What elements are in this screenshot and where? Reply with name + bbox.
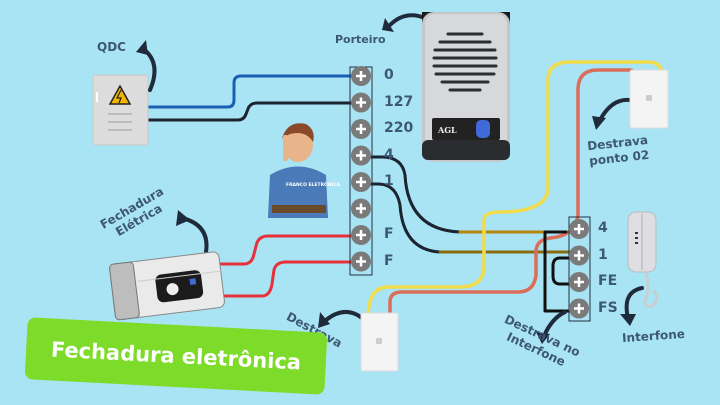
porteiro-terminal-label: F bbox=[384, 226, 394, 242]
arrow-interfone-destrava bbox=[542, 310, 567, 338]
wire-1-fe-bridge bbox=[551, 256, 580, 286]
plus-icon bbox=[574, 250, 584, 261]
plus-icon bbox=[574, 303, 584, 314]
arrow-destrava-ponto bbox=[324, 310, 364, 322]
plus-icon bbox=[356, 150, 366, 161]
interfone-terminal-strip bbox=[568, 216, 591, 322]
wire-salmon bbox=[388, 68, 640, 320]
plus-icon bbox=[356, 177, 366, 187]
plus-icon bbox=[356, 203, 366, 214]
wire-black-127 bbox=[146, 101, 360, 122]
wire-red-f2 bbox=[222, 260, 360, 298]
wire-1 bbox=[358, 182, 580, 254]
arrow-destrava02 bbox=[598, 97, 632, 122]
porteiro-terminal-label: F bbox=[384, 252, 394, 269]
porteiro-device bbox=[422, 12, 510, 162]
interfone-terminal-label: FE bbox=[598, 273, 618, 289]
porteiro-terminal-label: 1 bbox=[384, 173, 394, 189]
interfone-terminal-label: 1 bbox=[598, 246, 608, 263]
destrava-ponto02-label: Destrava ponto 02 bbox=[587, 133, 651, 169]
porteiro-terminal-label: 4 bbox=[384, 146, 394, 163]
plus-icon bbox=[356, 230, 366, 240]
mascot-illustration bbox=[268, 123, 328, 218]
interfone-terminal-label: 4 bbox=[598, 220, 608, 236]
title-banner-text: Fechadura eletrônica bbox=[50, 337, 302, 375]
porteiro-terminal-label: 127 bbox=[384, 93, 414, 110]
wire-red-f1 bbox=[216, 234, 360, 266]
plus-icon bbox=[356, 71, 366, 81]
plus-icon bbox=[356, 124, 366, 134]
mascot-text: FRANCO ELETRÔNICA bbox=[286, 181, 341, 188]
wire-fe-fs-loop bbox=[543, 230, 580, 313]
plus-icon bbox=[574, 277, 584, 287]
wire-4 bbox=[358, 155, 580, 234]
interfone-terminal-label: FS bbox=[598, 299, 618, 316]
plus-icon bbox=[356, 97, 366, 108]
porteiro-terminal-label: 0 bbox=[384, 67, 394, 83]
arrow-fechadura bbox=[180, 216, 209, 254]
plus-icon bbox=[356, 256, 366, 267]
wire-blue-0 bbox=[146, 74, 360, 109]
plus-icon bbox=[574, 224, 584, 234]
arrow-interfone bbox=[624, 286, 644, 320]
arrow-porteiro bbox=[388, 13, 427, 27]
qdc-label: QDC bbox=[97, 40, 126, 54]
porteiro-brand: AGL bbox=[437, 125, 457, 135]
porteiro-terminal-label: 220 bbox=[384, 120, 414, 136]
qdc-panel bbox=[92, 74, 149, 146]
fechadura-eletrica-device bbox=[109, 251, 225, 321]
wire-yellow bbox=[366, 60, 664, 320]
interfone-device bbox=[627, 211, 658, 308]
porteiro-terminal-strip bbox=[349, 66, 373, 276]
porteiro-label: Porteiro bbox=[335, 33, 386, 46]
